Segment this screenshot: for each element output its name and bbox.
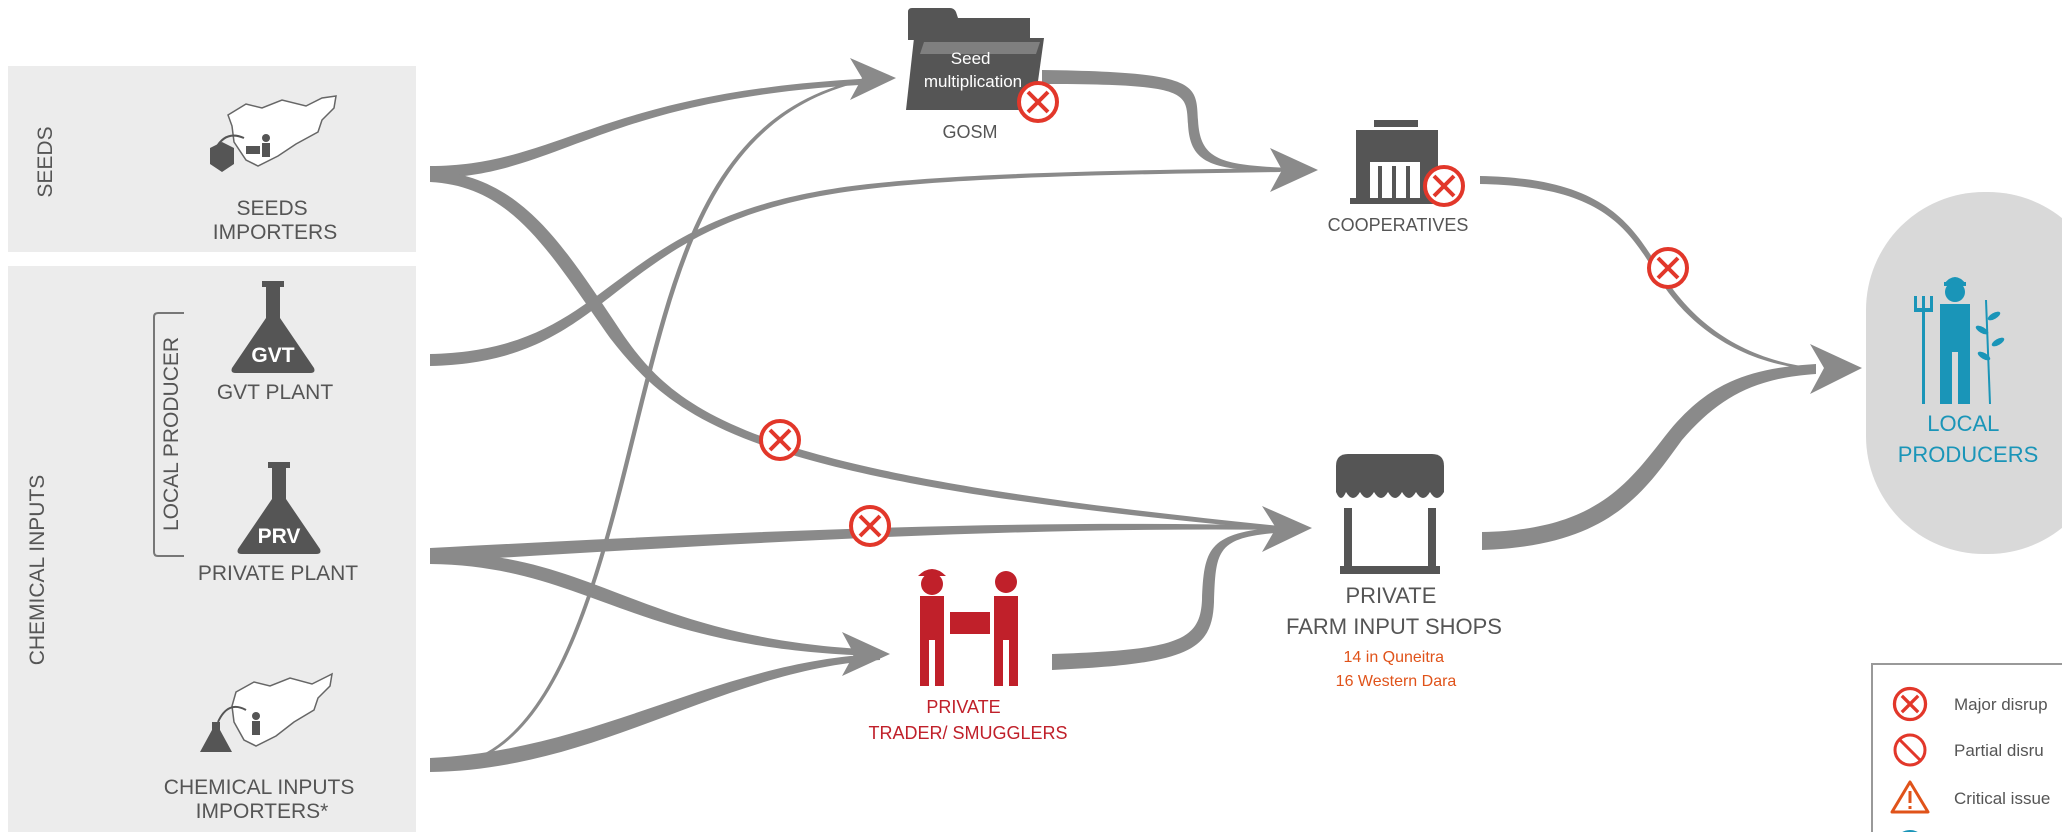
private-plant-label: PRIVATE PLANT bbox=[198, 562, 358, 585]
seeds-section-label: SEEDS bbox=[34, 126, 57, 197]
local-producers-label: LOCAL PRODUCERS bbox=[1898, 411, 2039, 467]
traders-label: PRIVATE TRADER/ SMUGGLERS bbox=[868, 697, 1067, 743]
chemical-section-label: CHEMICAL INPUTS bbox=[26, 475, 49, 666]
legend-partial-label: Partial disru bbox=[1954, 741, 2044, 760]
coops-to-producers-major-disruption-icon bbox=[1647, 247, 1689, 289]
prv-badge: PRV bbox=[258, 525, 301, 548]
flow-prv-to-traders bbox=[430, 552, 880, 656]
flow-seeds-to-gosm bbox=[430, 78, 880, 178]
shops-counts: 14 in Quneitra 16 Western Dara bbox=[1336, 649, 1457, 690]
shop-icon bbox=[1336, 454, 1444, 574]
arrowhead-shops bbox=[1262, 506, 1312, 552]
flow-shops-to-producers bbox=[1482, 364, 1816, 550]
legend-critical-label: Critical issue bbox=[1954, 789, 2050, 808]
arrowhead-coops bbox=[1270, 148, 1318, 192]
local-producer-bracket bbox=[153, 312, 184, 557]
chemical-importers-label: CHEMICAL INPUTS IMPORTERS* bbox=[164, 776, 360, 823]
arrowhead-traders bbox=[842, 632, 890, 676]
flow-traders-to-shops bbox=[1052, 526, 1290, 670]
farmer-icon bbox=[1914, 277, 2005, 405]
flow-gvt-to-coops bbox=[430, 168, 1280, 366]
flow-seeds-to-shops bbox=[430, 170, 1300, 532]
gvt-plant-label: GVT PLANT bbox=[217, 381, 333, 404]
cooperatives-major-disruption-icon bbox=[1423, 165, 1465, 207]
gosm-folder-icon bbox=[906, 8, 1044, 110]
arrowhead-producers bbox=[1810, 344, 1862, 394]
legend-major-label: Major disrup bbox=[1954, 695, 2048, 714]
seeds-to-shops-major-disruption-icon bbox=[759, 419, 801, 461]
flow-chem-to-traders bbox=[430, 654, 880, 772]
arrowhead-gosm bbox=[850, 58, 896, 100]
flow-arrows bbox=[430, 58, 1862, 772]
gvt-flask-icon bbox=[231, 281, 315, 373]
gosm-folder-text: Seed multiplication bbox=[924, 49, 1022, 91]
legend-partial-disruption-icon bbox=[1893, 733, 1927, 767]
gosm-label: GOSM bbox=[942, 122, 997, 142]
seeds-importer-map-icon bbox=[210, 95, 337, 172]
prv-flask-icon bbox=[237, 462, 321, 554]
chemical-importer-map-icon bbox=[200, 672, 333, 752]
prv-to-shops-major-disruption-icon bbox=[849, 505, 891, 547]
gosm-major-disruption-icon bbox=[1017, 81, 1059, 123]
local-producer-label: LOCAL PRODUCER bbox=[160, 337, 183, 531]
legend-major-disruption-icon bbox=[1892, 686, 1928, 722]
shops-label: PRIVATE FARM INPUT SHOPS bbox=[1286, 583, 1502, 639]
legend-critical-issue-icon bbox=[1890, 780, 1930, 814]
cooperatives-label: COOPERATIVES bbox=[1328, 215, 1469, 235]
seeds-importers-label: SEEDS IMPORTERS bbox=[213, 197, 337, 244]
gvt-badge: GVT bbox=[251, 344, 294, 367]
flow-gosm-to-coops bbox=[1042, 70, 1290, 172]
traders-icon bbox=[918, 569, 1018, 686]
